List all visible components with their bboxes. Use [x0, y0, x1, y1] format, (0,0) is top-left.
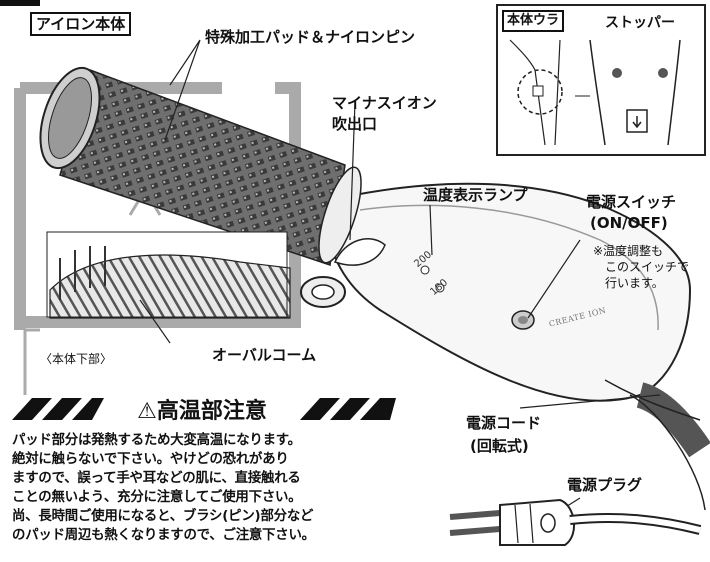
- pad-label: 特殊加工パッド＆ナイロンピン: [205, 28, 416, 46]
- ion-outlet-label-1: マイナスイオン: [332, 94, 437, 112]
- comb-closeup: [46, 231, 291, 319]
- power-cord: [636, 382, 710, 458]
- ion-outlet-label-2: 吹出口: [332, 115, 378, 133]
- switch-note-1: ※温度調整も: [593, 244, 664, 258]
- comb-label: オーバルコーム: [212, 346, 317, 364]
- cord-label-2: (回転式): [470, 437, 529, 455]
- iron-body: [300, 182, 692, 402]
- warning-line: のパッド周辺も熱くなりますので、ご注意下さい。: [12, 528, 315, 543]
- cord-label-1: 電源コード: [466, 414, 542, 432]
- bottom-caption: 〈本体下部〉: [40, 352, 113, 366]
- switch-label-2: (ON/OFF): [590, 214, 668, 232]
- warning-line: ことの無いよう、充分に注意してご使用下さい。: [12, 490, 302, 505]
- power-plug: [449, 498, 702, 546]
- warning-line: 絶対に触らないで下さい。やけどの恐れがあり: [12, 452, 289, 467]
- header-fragment: [0, 0, 40, 6]
- brush-barrel: [39, 66, 362, 266]
- stopper-label: ストッパー: [605, 15, 675, 31]
- warning-stripes: [12, 398, 396, 420]
- warning-line: パッド部分は発熱するため大変高温になります。: [12, 433, 301, 448]
- back-view-title: 本体ウラ: [502, 10, 565, 32]
- switch-label-1: 電源スイッチ: [586, 193, 677, 211]
- switch-note-2: このスイッチで: [605, 260, 690, 274]
- lamp-label: 温度表示ランプ: [423, 186, 528, 204]
- switch-note-3: 行います。: [605, 276, 664, 290]
- warning-line: ますので、誤って手や耳などの肌に、直接触れる: [12, 471, 301, 486]
- leader-lines: [139, 39, 661, 521]
- warning-text: パッド部分は発熱するため大変高温になります。 絶対に触らないで下さい。やけどの恐…: [12, 431, 394, 545]
- plug-label: 電源プラグ: [567, 476, 643, 494]
- warning-title: ⚠高温部注意: [137, 399, 267, 424]
- title-label: アイロン本体: [30, 12, 132, 36]
- warning-line: 尚、長時間ご使用になると、ブラシ(ピン)部分など: [12, 509, 314, 524]
